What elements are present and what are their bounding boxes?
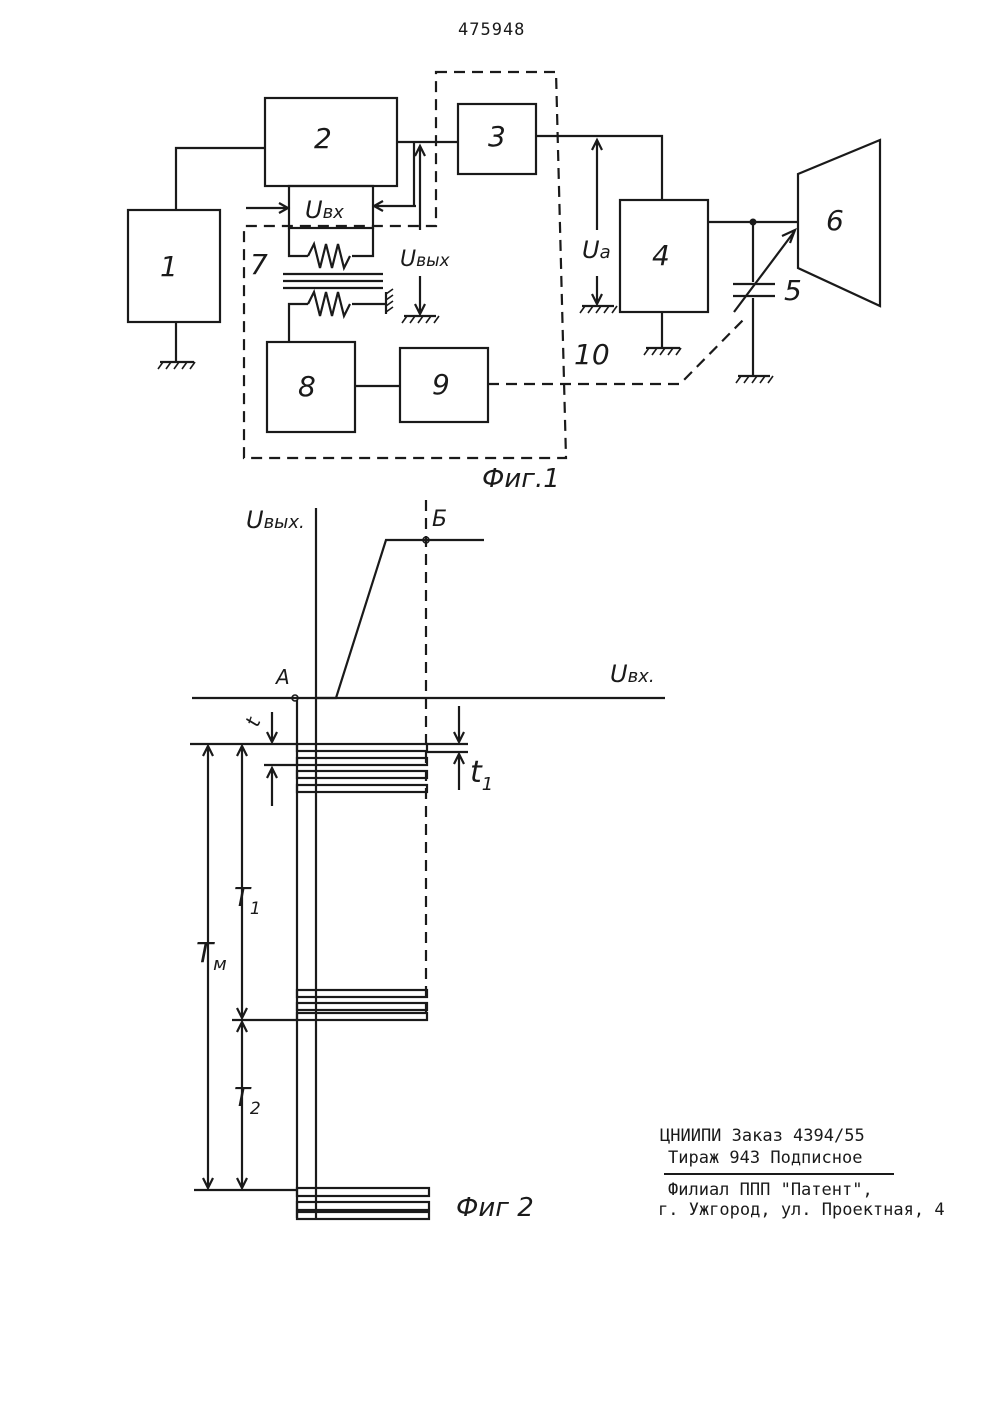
label-7: 7 [250, 248, 268, 281]
block-1-label: 1 [160, 250, 178, 283]
svg-text:Uвых.: Uвых. [246, 506, 305, 534]
fig2-characteristic-graph: Uвых. Uвх. A Б [190, 500, 665, 1223]
fig1-caption: Фиг.1 [482, 464, 560, 494]
label-5: 5 [784, 274, 802, 307]
svg-text:T1: T1 [234, 883, 261, 919]
x-axis-sub: вх. [628, 666, 655, 687]
footer-divider [664, 1173, 894, 1175]
u-out-main: U [400, 247, 416, 272]
block-2-label: 2 [314, 122, 332, 155]
uout-arrow-down [415, 276, 425, 314]
x-axis-main: U [610, 660, 628, 688]
dim-t1-sub: 1 [482, 774, 493, 795]
fig2-caption: Фиг 2 [456, 1193, 534, 1223]
transformer-7 [283, 228, 393, 342]
block-3-label: 3 [488, 120, 506, 153]
svg-text:t1: t1 [470, 755, 493, 795]
label-10: 10 [574, 338, 610, 371]
svg-text:Tм: Tм [196, 936, 227, 975]
footer-line-1: ЦНИИПИ Заказ 4394/55 [660, 1126, 865, 1146]
block-8-label: 8 [298, 370, 316, 403]
u-a-sub: a [600, 242, 611, 263]
point-b-label: Б [432, 507, 447, 532]
svg-text:Uвх: Uвх [305, 196, 344, 224]
ua-arrow-up [592, 140, 602, 230]
ua-arrow-down [592, 276, 602, 304]
dim-Tm-sub: м [213, 954, 227, 975]
footer-line-4: г. Ужгород, ул. Проектная, 4 [658, 1200, 945, 1220]
dim-t-label: t [240, 713, 266, 730]
fig1-block-diagram: 1 2 Uвх 7 [128, 72, 880, 494]
footer-line-2: Тираж 943 Подписное [668, 1148, 862, 1168]
dim-t-arrow [267, 712, 277, 806]
svg-text:Uвых: Uвых [400, 247, 451, 272]
ground-symbol-uout [402, 316, 439, 323]
u-a-main: U [582, 236, 600, 264]
uout-arrow-up [415, 146, 425, 230]
ground-symbol-block-4 [644, 312, 681, 355]
block-9-label: 9 [432, 368, 450, 401]
dim-T2-sub: 2 [250, 1099, 261, 1119]
dim-T1-arrow [237, 746, 247, 1018]
u-in-main: U [305, 196, 323, 224]
svg-text:T2: T2 [234, 1083, 261, 1119]
dim-T1-sub: 1 [250, 899, 261, 919]
u-in-sub: вх [323, 202, 345, 223]
transfer-curve [316, 540, 484, 698]
footer-line-3: Филиал ППП "Патент", [668, 1180, 873, 1200]
dashed-link-10 [488, 318, 745, 384]
ground-symbol-ua [580, 306, 617, 313]
block-6-label: 6 [826, 204, 844, 237]
ground-symbol-block-1 [158, 322, 195, 369]
svg-text:Ua: Ua [582, 236, 611, 264]
y-axis-main: U [246, 506, 264, 534]
u-out-sub: вых [416, 251, 450, 271]
point-a-label: A [274, 665, 290, 689]
y-axis-sub: вых. [264, 512, 305, 533]
svg-text:Uвх.: Uвх. [610, 660, 655, 688]
arrow-right-into-uin [374, 201, 416, 211]
block-4-label: 4 [652, 239, 670, 272]
arrow-left-into-uin [246, 203, 288, 213]
dim-t1-arrow [454, 706, 464, 790]
wire-1-to-2 [176, 148, 265, 210]
